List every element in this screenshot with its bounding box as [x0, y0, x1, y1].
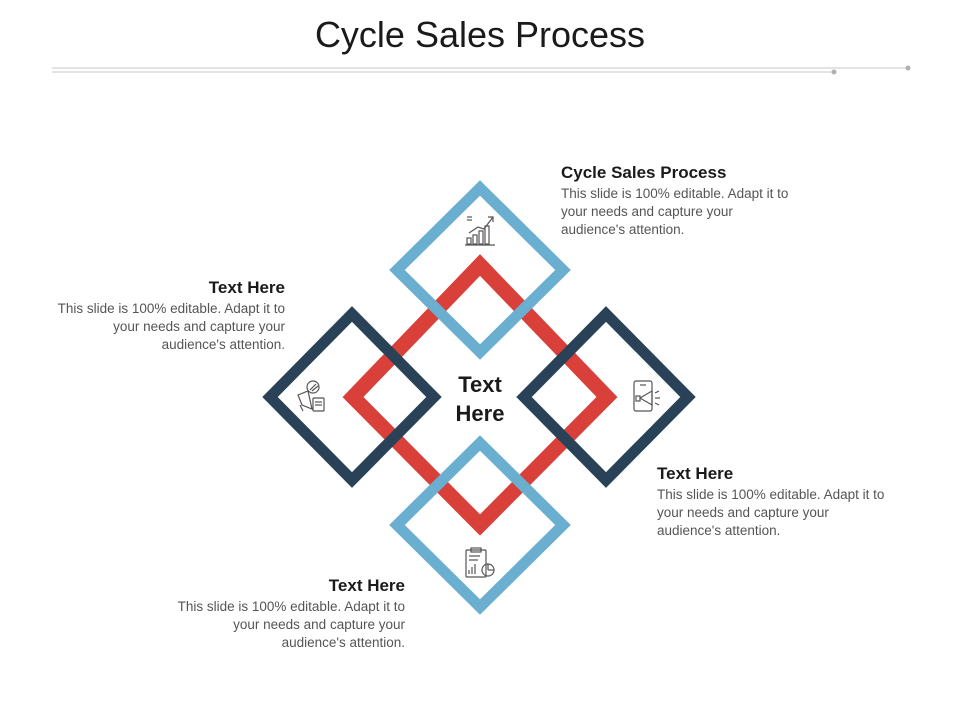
description-line: your needs and capture your [561, 204, 733, 219]
block-description: This slide is 100% editable. Adapt it to… [561, 185, 821, 239]
block-heading: Text Here [208, 278, 285, 297]
center-label-line1: Text [458, 372, 502, 397]
right-diamond [516, 306, 696, 488]
description-line: This slide is 100% editable. Adapt it to [177, 599, 405, 614]
text-block-right: Text Here This slide is 100% editable. A… [657, 464, 917, 540]
growth-chart-icon [465, 216, 495, 246]
description-line: your needs and capture your [113, 319, 285, 334]
bottom-diamond [389, 435, 571, 615]
block-heading: Text Here [657, 464, 734, 483]
description-line: audience's attention. [657, 523, 781, 538]
block-description: This slide is 100% editable. Adapt it to… [25, 300, 285, 354]
top-diamond [389, 180, 571, 360]
marketing-megaphone-icon [297, 380, 325, 412]
description-line: audience's attention. [561, 222, 685, 237]
description-line: This slide is 100% editable. Adapt it to [657, 487, 885, 502]
description-line: audience's attention. [281, 635, 405, 650]
mobile-promotion-icon [633, 380, 660, 412]
text-block-left: Text Here This slide is 100% editable. A… [25, 278, 285, 354]
description-line: your needs and capture your [657, 505, 829, 520]
slide-title: Cycle Sales Process [314, 14, 646, 55]
block-heading: Cycle Sales Process [561, 163, 727, 182]
clipboard-report-icon [465, 547, 495, 578]
block-description: This slide is 100% editable. Adapt it to… [657, 486, 917, 540]
text-block-bottom: Text Here This slide is 100% editable. A… [145, 576, 405, 652]
center-label: Text Here [430, 370, 530, 428]
description-line: This slide is 100% editable. Adapt it to [57, 301, 285, 316]
center-label-line2: Here [455, 401, 505, 426]
block-description: This slide is 100% editable. Adapt it to… [145, 598, 405, 652]
title-divider [52, 65, 911, 75]
left-diamond [262, 306, 442, 488]
description-line: audience's attention. [161, 337, 285, 352]
description-line: your needs and capture your [233, 617, 405, 632]
block-heading: Text Here [328, 576, 405, 595]
description-line: This slide is 100% editable. Adapt it to [561, 186, 789, 201]
text-block-top: Cycle Sales Process This slide is 100% e… [561, 163, 821, 239]
